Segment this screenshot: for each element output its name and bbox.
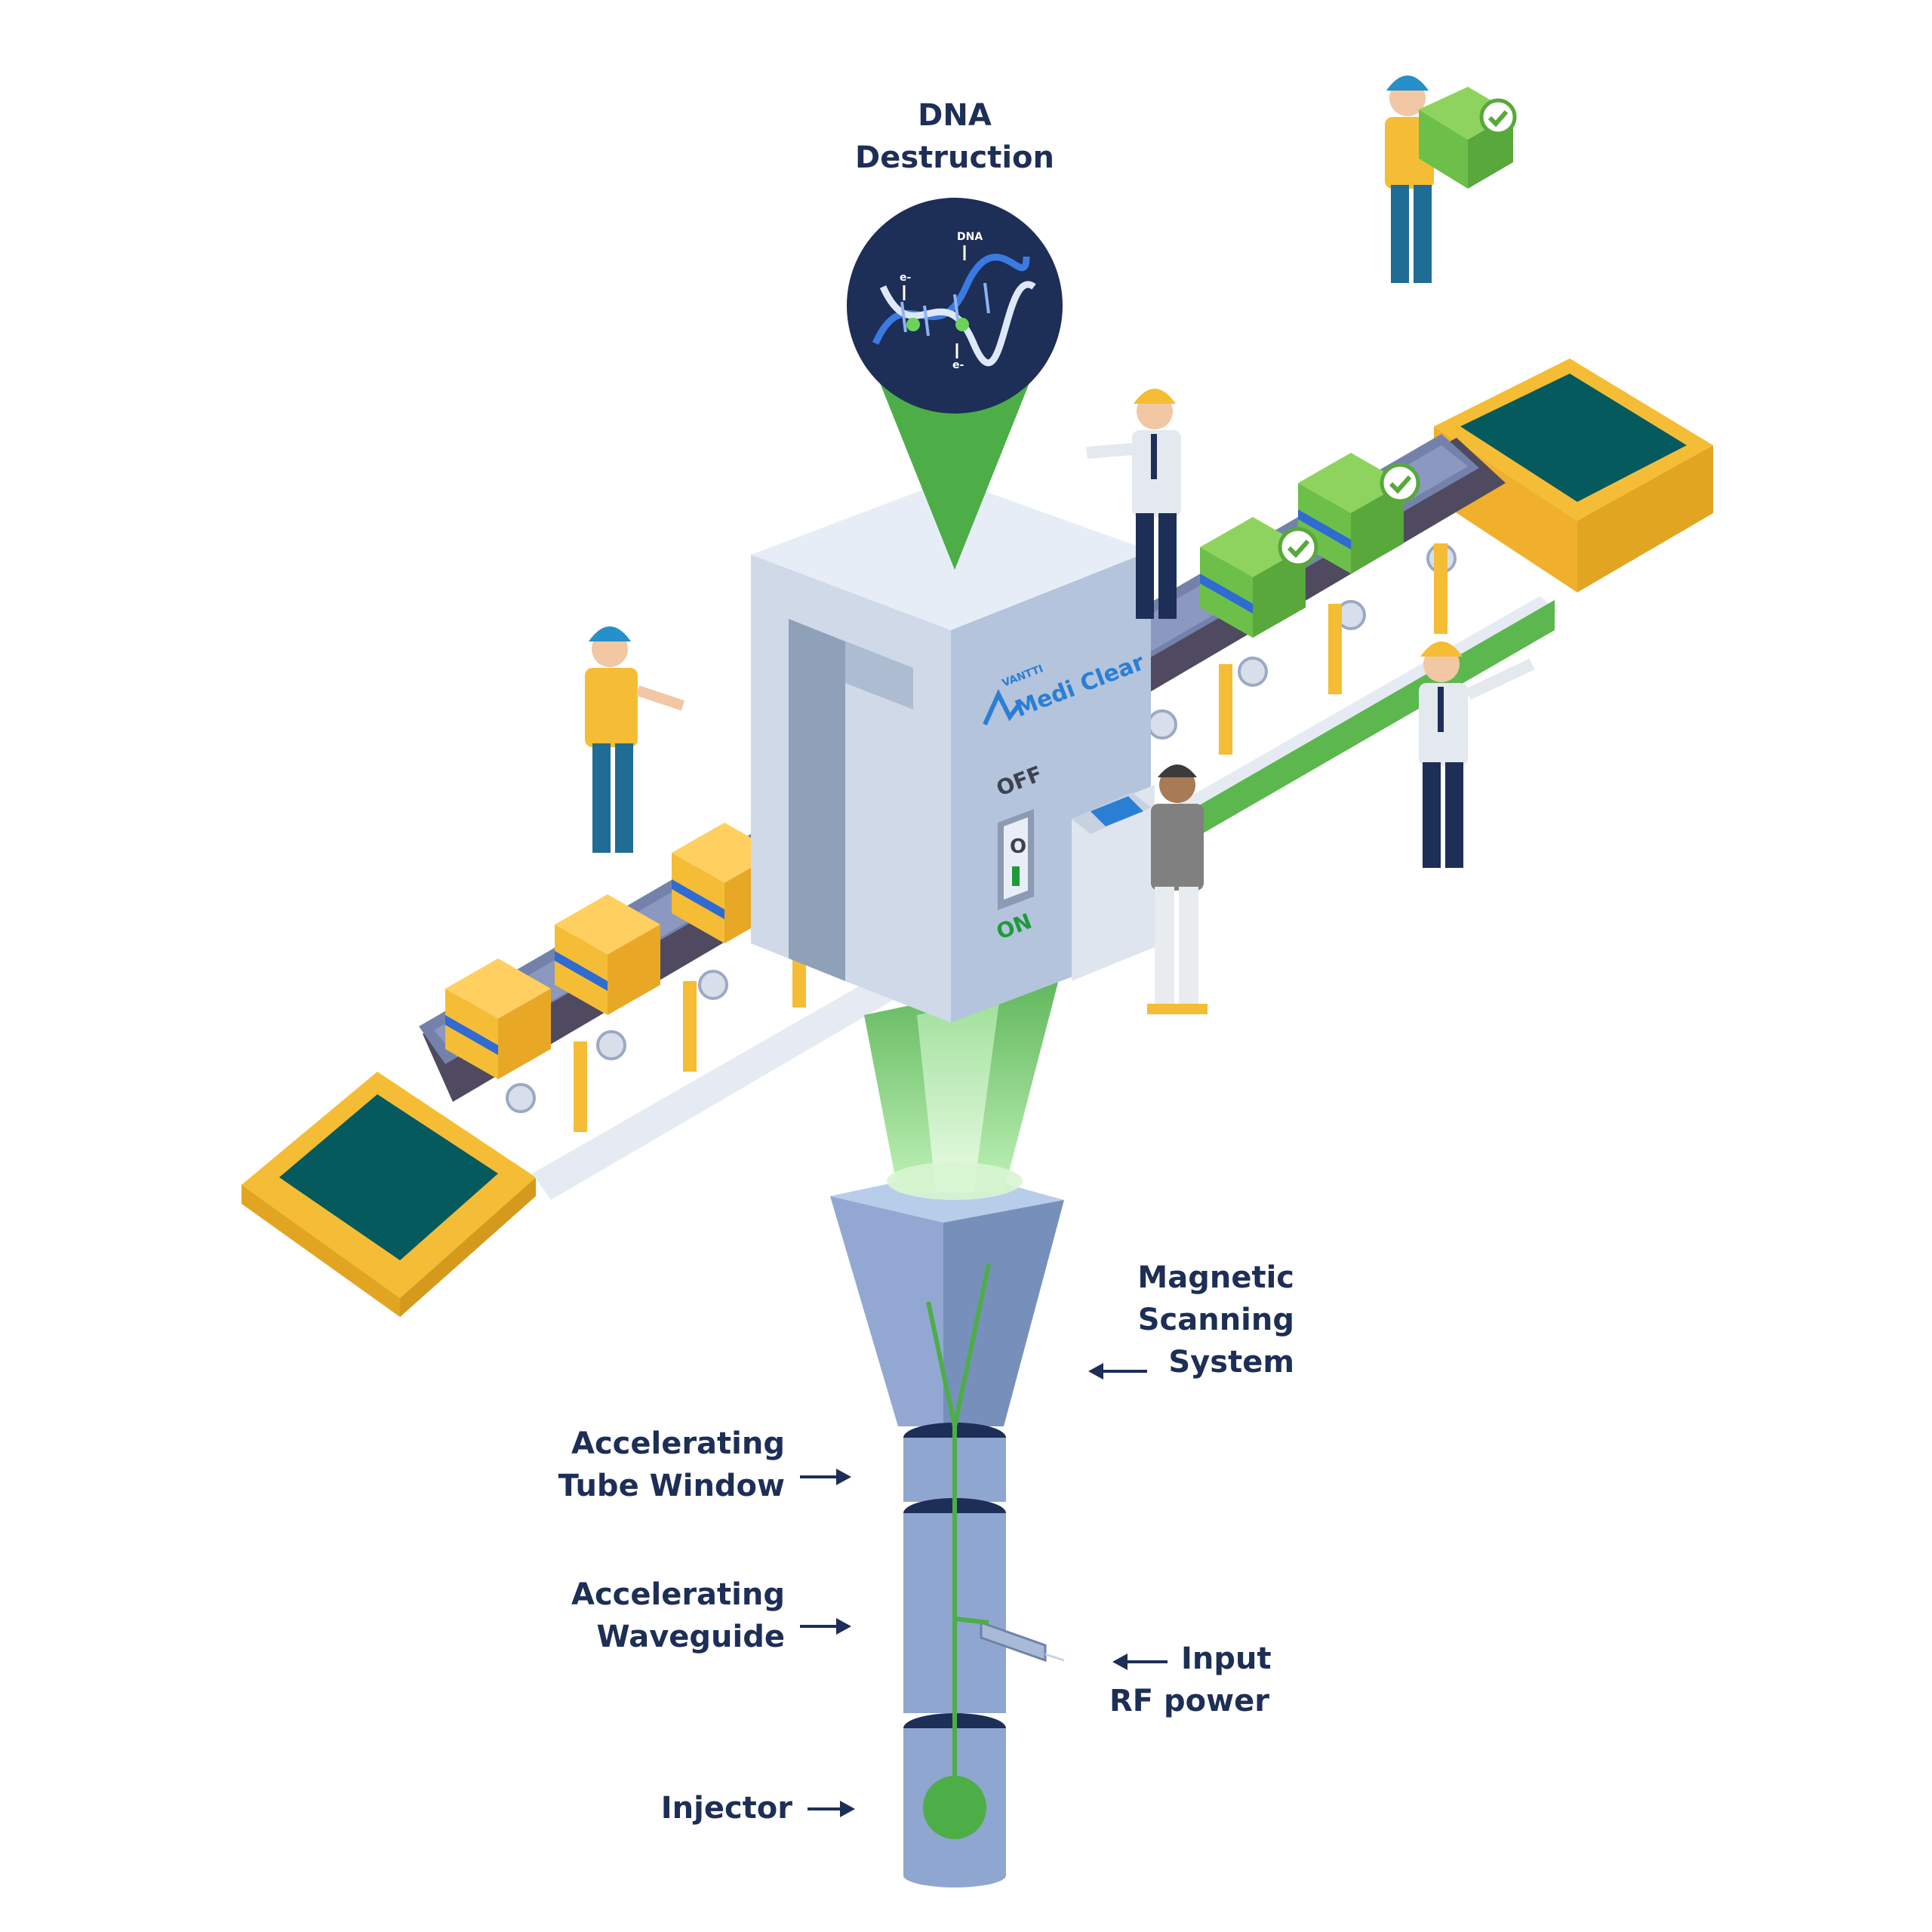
tube-window-label: Accelerating Tube Window (558, 1426, 785, 1503)
dna-helix-icon (872, 254, 1036, 367)
magnetic-scanning-arrow (1088, 1363, 1147, 1380)
check-badge-icon (1278, 527, 1318, 568)
electron-label-right: e- (952, 359, 964, 371)
electron-beam (864, 974, 1060, 1200)
treated-box (1200, 517, 1306, 638)
check-badge-icon (1380, 463, 1420, 503)
sterilizer-machine: VANTTI Medi Clear OFF O ON (751, 479, 1155, 1023)
untreated-box (445, 958, 551, 1079)
waveguide-label: Accelerating Waveguide (571, 1577, 785, 1654)
control-panel-icon[interactable] (1072, 785, 1155, 981)
worker-figure (1419, 641, 1535, 868)
magnetic-scanning-label: Magnetic Scanning System (1137, 1260, 1294, 1380)
worker-figure (1147, 764, 1208, 1014)
rf-power-arrow (1112, 1654, 1168, 1670)
worker-figure (1086, 389, 1181, 619)
left-platform (242, 1072, 536, 1317)
switch-zero-mark: O (1010, 835, 1026, 858)
treated-box (1298, 453, 1404, 574)
untreated-box (555, 894, 660, 1015)
electron-label-left: e- (900, 272, 911, 284)
tube-window-arrow (800, 1469, 851, 1485)
injector-label: Injector (660, 1791, 792, 1826)
dna-icon-label: DNA (957, 231, 983, 243)
worker-figure (1385, 75, 1517, 283)
power-switch[interactable]: O (998, 809, 1034, 910)
injector-arrow (808, 1801, 855, 1817)
worker-figure (585, 626, 685, 853)
dna-destruction-label: DNA Destruction (855, 98, 1054, 175)
rf-power-label: Input RF power (1109, 1641, 1272, 1718)
waveguide-arrow (800, 1618, 851, 1635)
accelerator-column (830, 1170, 1065, 1887)
dna-pin: DNA e- e- (847, 198, 1063, 570)
